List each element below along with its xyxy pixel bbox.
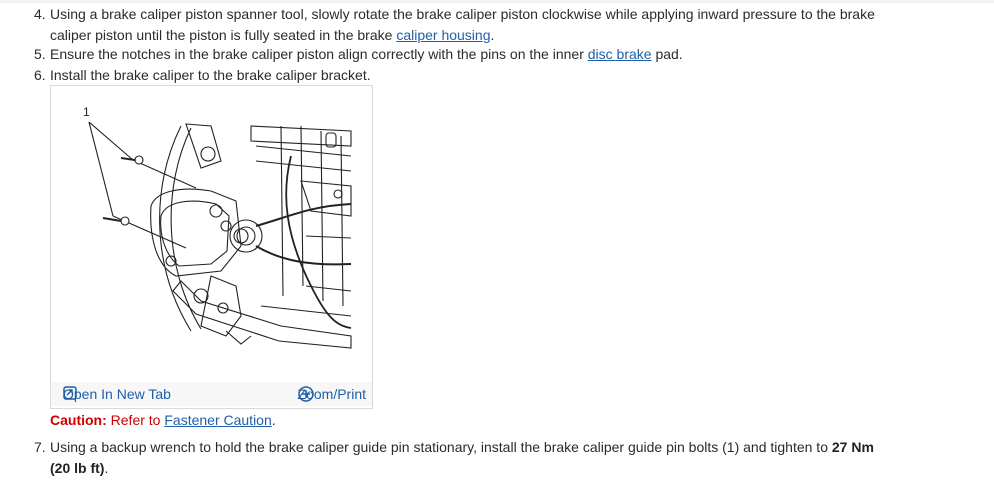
open-in-new-tab-label: Open In New Tab	[63, 386, 171, 402]
step-text: Install the brake caliper to the brake c…	[50, 67, 371, 83]
caution-label: Caution:	[50, 412, 107, 428]
torque-value: 27 Nm	[831, 439, 874, 455]
disc-brake-link[interactable]: disc brake	[587, 46, 652, 62]
open-in-new-tab-button[interactable]: Open In New Tab	[63, 386, 171, 402]
open-in-new-tab-icon	[63, 386, 77, 400]
fastener-caution-link[interactable]: Fastener Caution	[164, 412, 272, 428]
torque-imperial: (20 lb ft)	[50, 460, 105, 476]
control-arm	[172, 280, 352, 349]
leader-line	[88, 121, 114, 217]
step-7: 7.Using a backup wrench to hold the brak…	[34, 437, 874, 479]
leader-line	[88, 121, 134, 161]
guide-pin-bolt-upper	[120, 155, 144, 165]
zoom-plus-icon	[297, 386, 314, 402]
step-number: 4.	[34, 6, 46, 22]
punctuation: .	[104, 460, 109, 476]
step-6: 6.Install the brake caliper to the brake…	[34, 65, 371, 86]
step-text: Using a brake caliper piston spanner too…	[50, 6, 875, 22]
step-text: pad.	[651, 46, 683, 62]
step-number: 6.	[34, 67, 46, 83]
step-number: 7.	[34, 439, 46, 455]
step-text: Using a backup wrench to hold the brake …	[50, 439, 832, 455]
rotor-edge	[159, 125, 192, 332]
step-text: Ensure the notches in the brake caliper …	[50, 46, 588, 62]
caution-note: Caution: Refer to Fastener Caution.	[50, 410, 276, 430]
callout-label: 1	[83, 105, 90, 119]
step-5: 5.Ensure the notches in the brake calipe…	[34, 44, 683, 65]
guide-pin-bolt-lower	[102, 216, 130, 226]
caliper-installation-figure: 1	[50, 85, 373, 409]
punctuation: .	[271, 412, 276, 428]
punctuation: .	[490, 27, 495, 43]
step-number: 5.	[34, 46, 46, 62]
step-4: 4.Using a brake caliper piston spanner t…	[34, 4, 875, 46]
figure-toolbar: Open In New Tab Zoom/Print	[51, 382, 372, 406]
caution-text: Refer to	[106, 412, 165, 428]
step-text: caliper piston until the piston is fully…	[50, 27, 397, 43]
caliper-housing-link[interactable]: caliper housing	[396, 27, 491, 43]
caliper-diagram: 1	[83, 105, 352, 349]
zoom-print-label: Zoom/Print	[297, 386, 366, 402]
caliper-body	[150, 188, 242, 277]
top-divider	[0, 0, 994, 3]
zoom-print-button[interactable]: Zoom/Print	[298, 386, 366, 402]
